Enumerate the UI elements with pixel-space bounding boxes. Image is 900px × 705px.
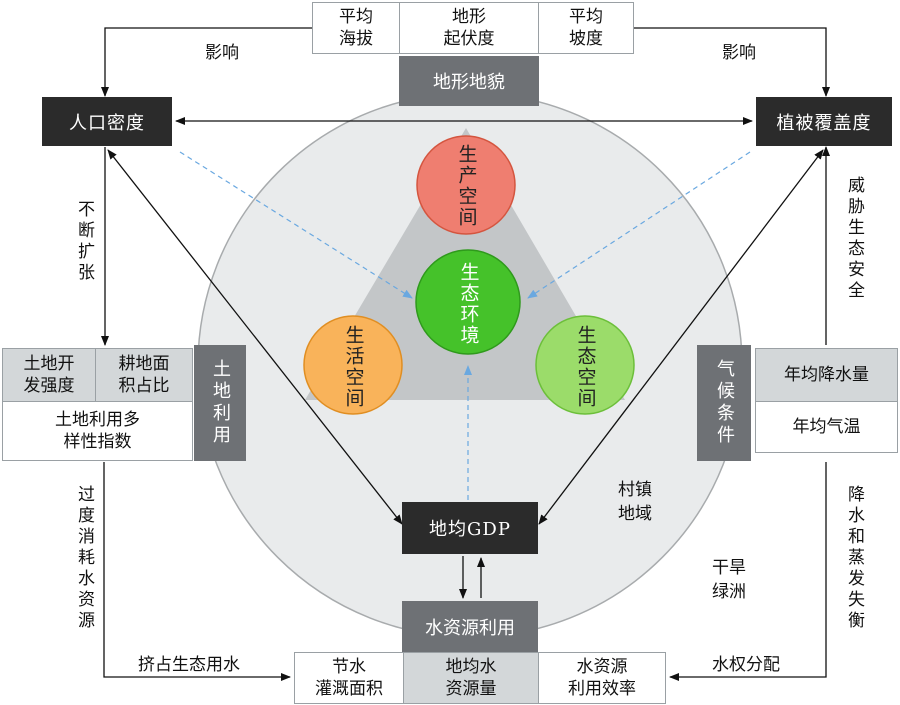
arrow-terrain-population xyxy=(101,27,312,97)
water-use-title: 水资源利用 xyxy=(402,601,538,653)
population-density-box: 人口密度 xyxy=(42,97,172,146)
imbalance-label: 降水和蒸发失衡 xyxy=(844,485,864,632)
expansion-label: 不断扩张 xyxy=(74,200,94,284)
land-use-title: 土地利用 xyxy=(194,345,246,461)
ecological-label: 生态空间 xyxy=(574,325,597,409)
ecological-circle xyxy=(535,315,635,415)
arrow-population-gdp xyxy=(107,149,403,525)
terrain-cell-slope: 平均坡度 xyxy=(538,2,634,54)
environment-label: 生态环境 xyxy=(457,262,480,346)
occupy-label: 挤占生态用水 xyxy=(138,655,240,675)
climate-title: 气候条件 xyxy=(697,345,751,461)
living-circle xyxy=(303,315,403,415)
overuse-label: 过度消耗水资源 xyxy=(74,485,94,632)
production-circle xyxy=(416,135,516,235)
land-dev-intensity-cell: 土地开发强度 xyxy=(2,348,96,402)
oasis-label: 干旱 绿洲 xyxy=(712,558,746,602)
arrow-climate-water xyxy=(669,462,827,681)
terrain-cell-relief: 地形起伏度 xyxy=(399,2,539,54)
production-label: 生产空间 xyxy=(455,144,478,228)
gdp-box: 地均GDP xyxy=(402,502,538,554)
living-label: 生活空间 xyxy=(342,325,365,409)
arrow-terrain-vegetation xyxy=(633,27,830,97)
influence-left-label: 影响 xyxy=(205,43,239,63)
terrain-cell-elevation: 平均海拔 xyxy=(312,2,400,54)
land-diversity-cell: 土地利用多样性指数 xyxy=(2,401,193,461)
water-rights-label: 水权分配 xyxy=(712,655,780,675)
influence-right-label: 影响 xyxy=(722,43,756,63)
arrow-landuse-water xyxy=(103,462,291,681)
cropland-ratio-cell: 耕地面积占比 xyxy=(95,348,193,402)
arrow-vegetation-gdp xyxy=(538,149,824,525)
vegetation-coverage-box: 植被覆盖度 xyxy=(756,97,892,146)
water-per-area-cell: 地均水资源量 xyxy=(403,652,539,704)
environment-circle xyxy=(415,249,521,355)
threat-label: 威胁生态安全 xyxy=(844,176,864,302)
annual-precipitation-cell: 年均降水量 xyxy=(755,348,898,402)
dashed-population-environment xyxy=(179,151,413,299)
water-efficiency-cell: 水资源利用效率 xyxy=(538,652,666,704)
annual-temperature-cell: 年均气温 xyxy=(755,401,898,453)
village-label: 村镇 地域 xyxy=(618,480,652,524)
water-saving-irrigation-cell: 节水灌溉面积 xyxy=(294,652,404,704)
terrain-title: 地形地貌 xyxy=(399,56,539,106)
